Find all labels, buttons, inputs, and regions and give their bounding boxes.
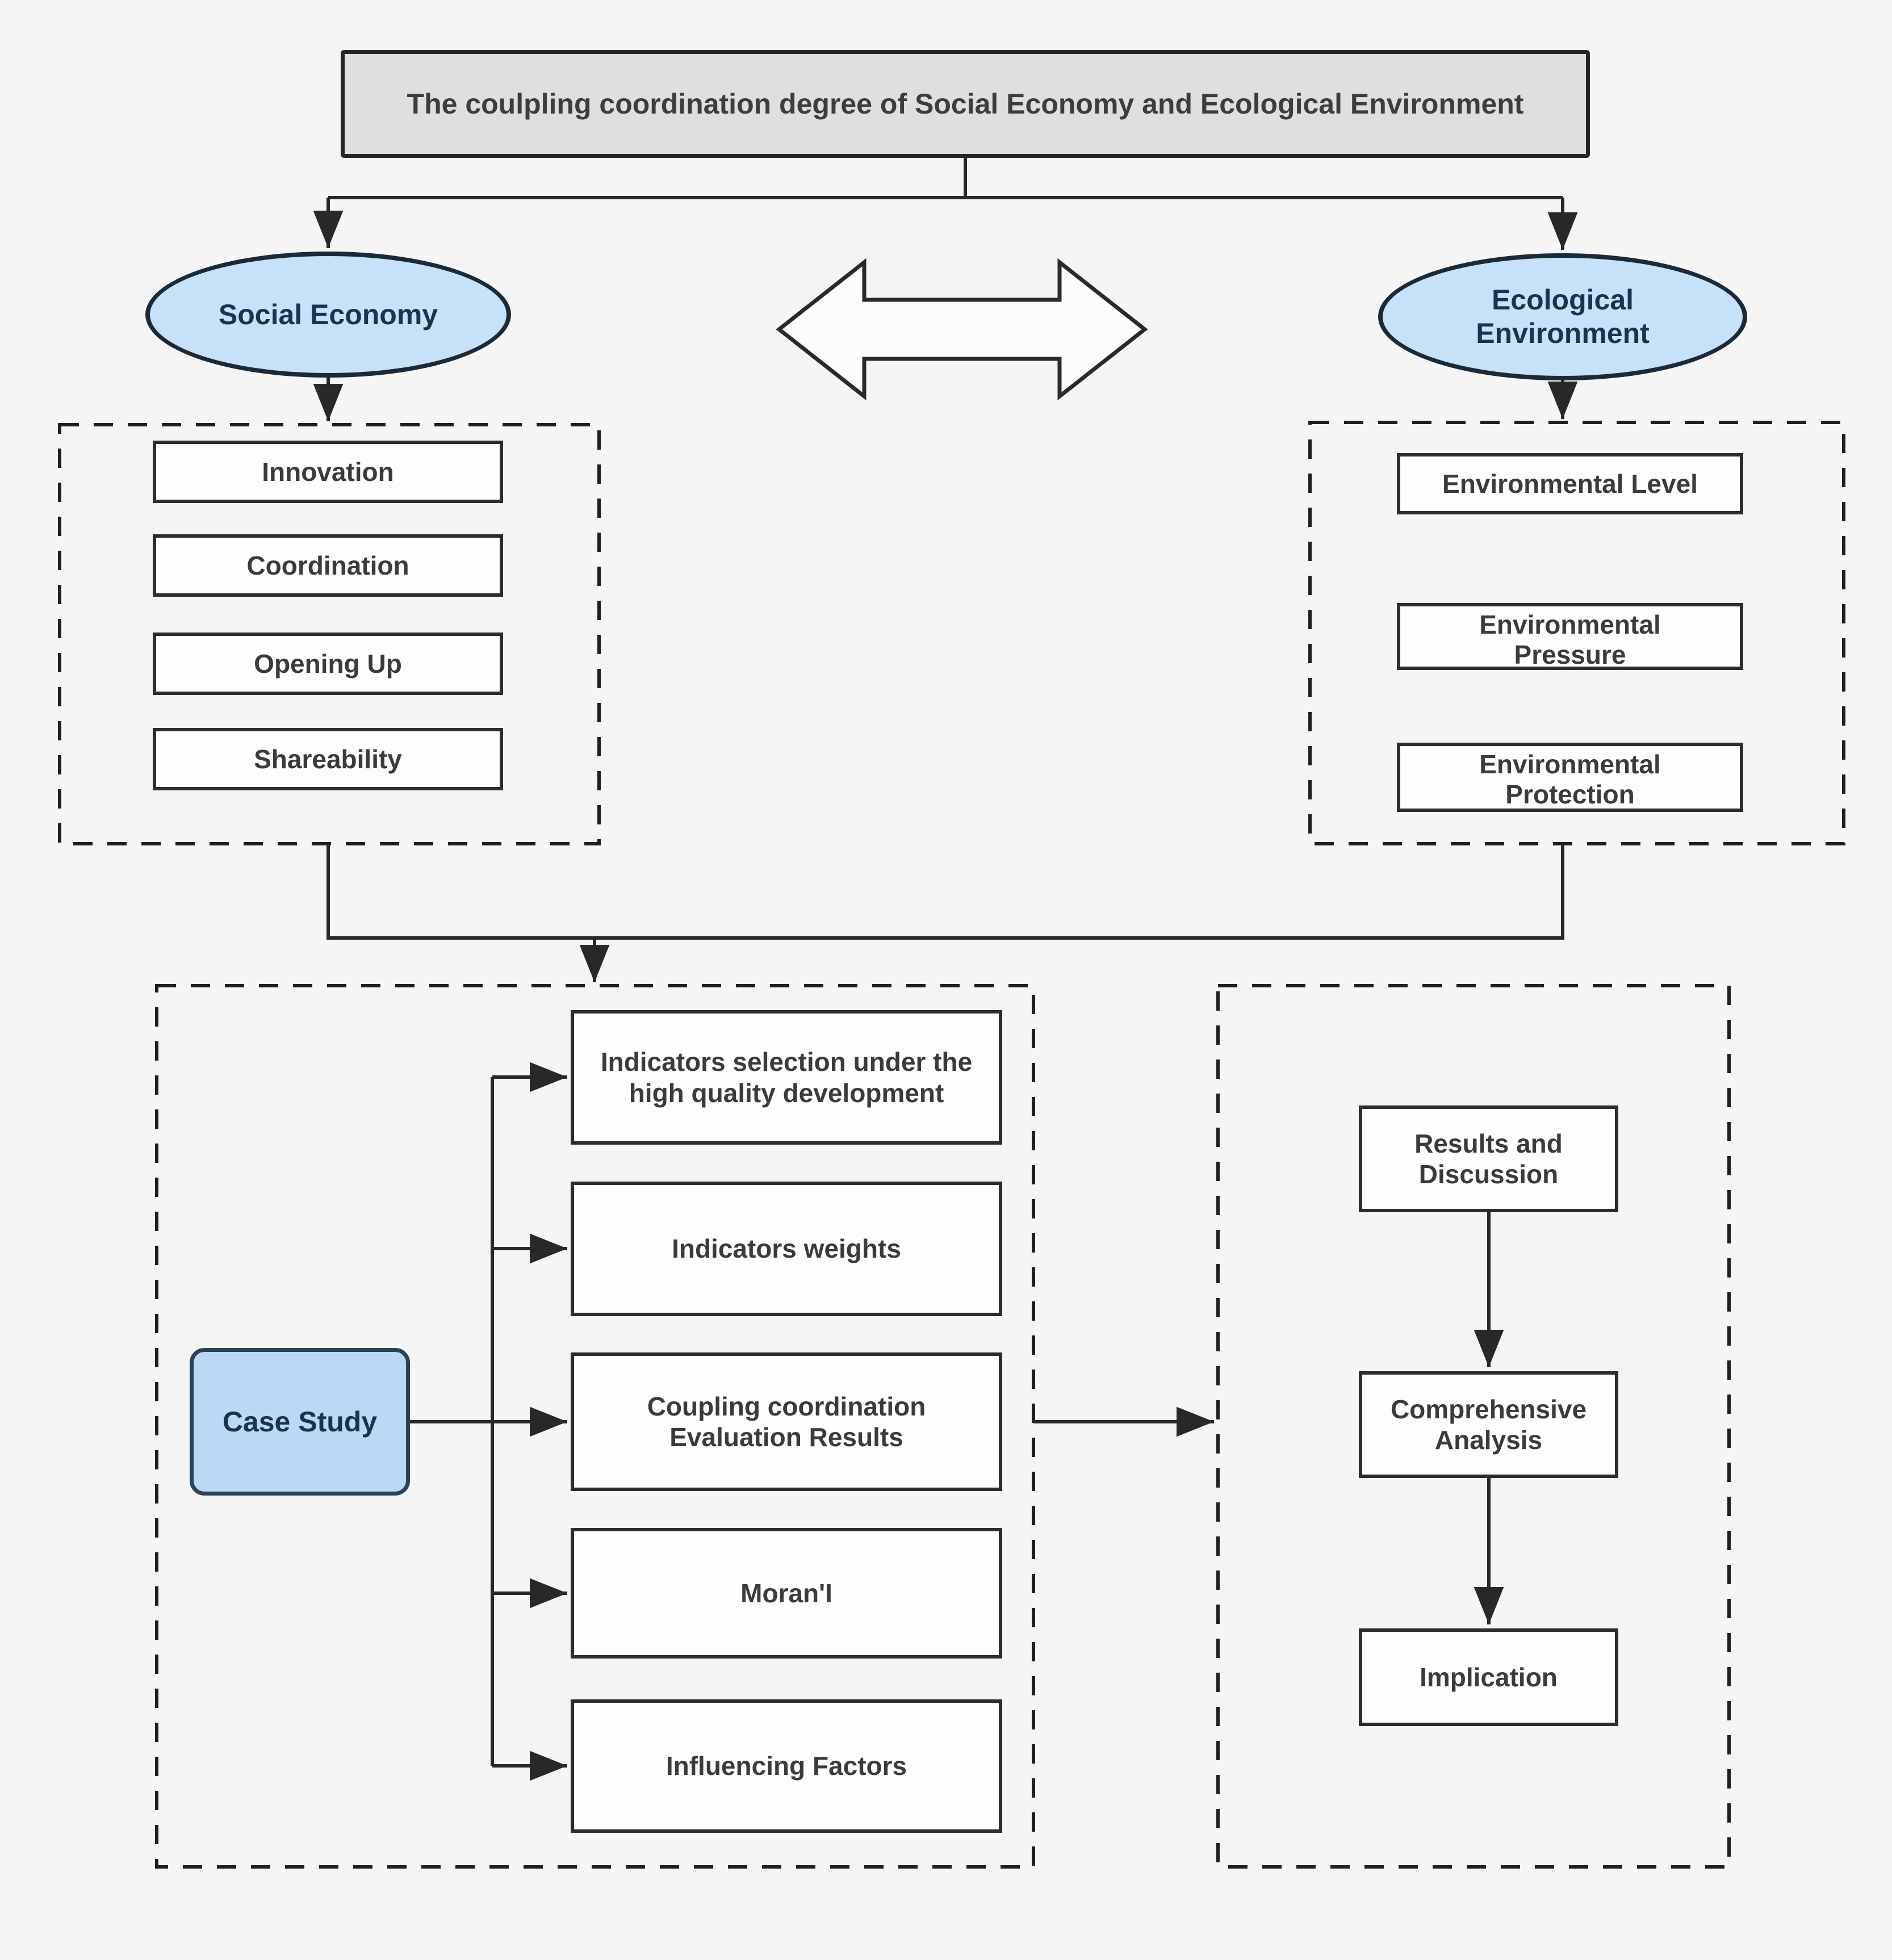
social-economy-ellipse: Social Economy — [145, 252, 511, 378]
dimension-box-coordination: Coordination — [153, 534, 503, 597]
dimension-box-environmental-pressure: Environmental Pressure — [1397, 603, 1743, 670]
case-study-dashed-frame — [155, 984, 1035, 1869]
dimension-box-shareability: Shareability — [153, 728, 503, 790]
step-box-influencing-factors: Influencing Factors — [571, 1699, 1002, 1833]
result-box-results-and-discussion: Results and Discussion — [1359, 1105, 1618, 1212]
dimension-box-innovation: Innovation — [153, 441, 503, 503]
double-arrow-icon — [776, 258, 1148, 401]
diagram-title: The coulpling coordination degree of Soc… — [341, 50, 1590, 158]
dimension-box-environmental-protection: Environmental Protection — [1397, 743, 1743, 812]
result-box-implication: Implication — [1359, 1628, 1618, 1726]
results-dashed-frame — [1216, 984, 1731, 1869]
case-study-box: Case Study — [190, 1348, 410, 1496]
step-box-moran-i: Moran'I — [571, 1528, 1002, 1659]
connector-merge — [327, 844, 1564, 940]
result-box-comprehensive-analysis: Comprehensive Analysis — [1359, 1371, 1618, 1478]
step-box-indicators-selection: Indicators selection under the high qual… — [571, 1010, 1002, 1145]
ecological-environment-ellipse: Ecological Environment — [1378, 253, 1747, 380]
dimension-box-opening-up: Opening Up — [153, 633, 503, 695]
step-box-coupling-coordination-results: Coupling coordination Evaluation Results — [571, 1352, 1002, 1491]
dimension-box-environmental-level: Environmental Level — [1397, 453, 1743, 514]
step-box-indicators-weights: Indicators weights — [571, 1182, 1002, 1316]
